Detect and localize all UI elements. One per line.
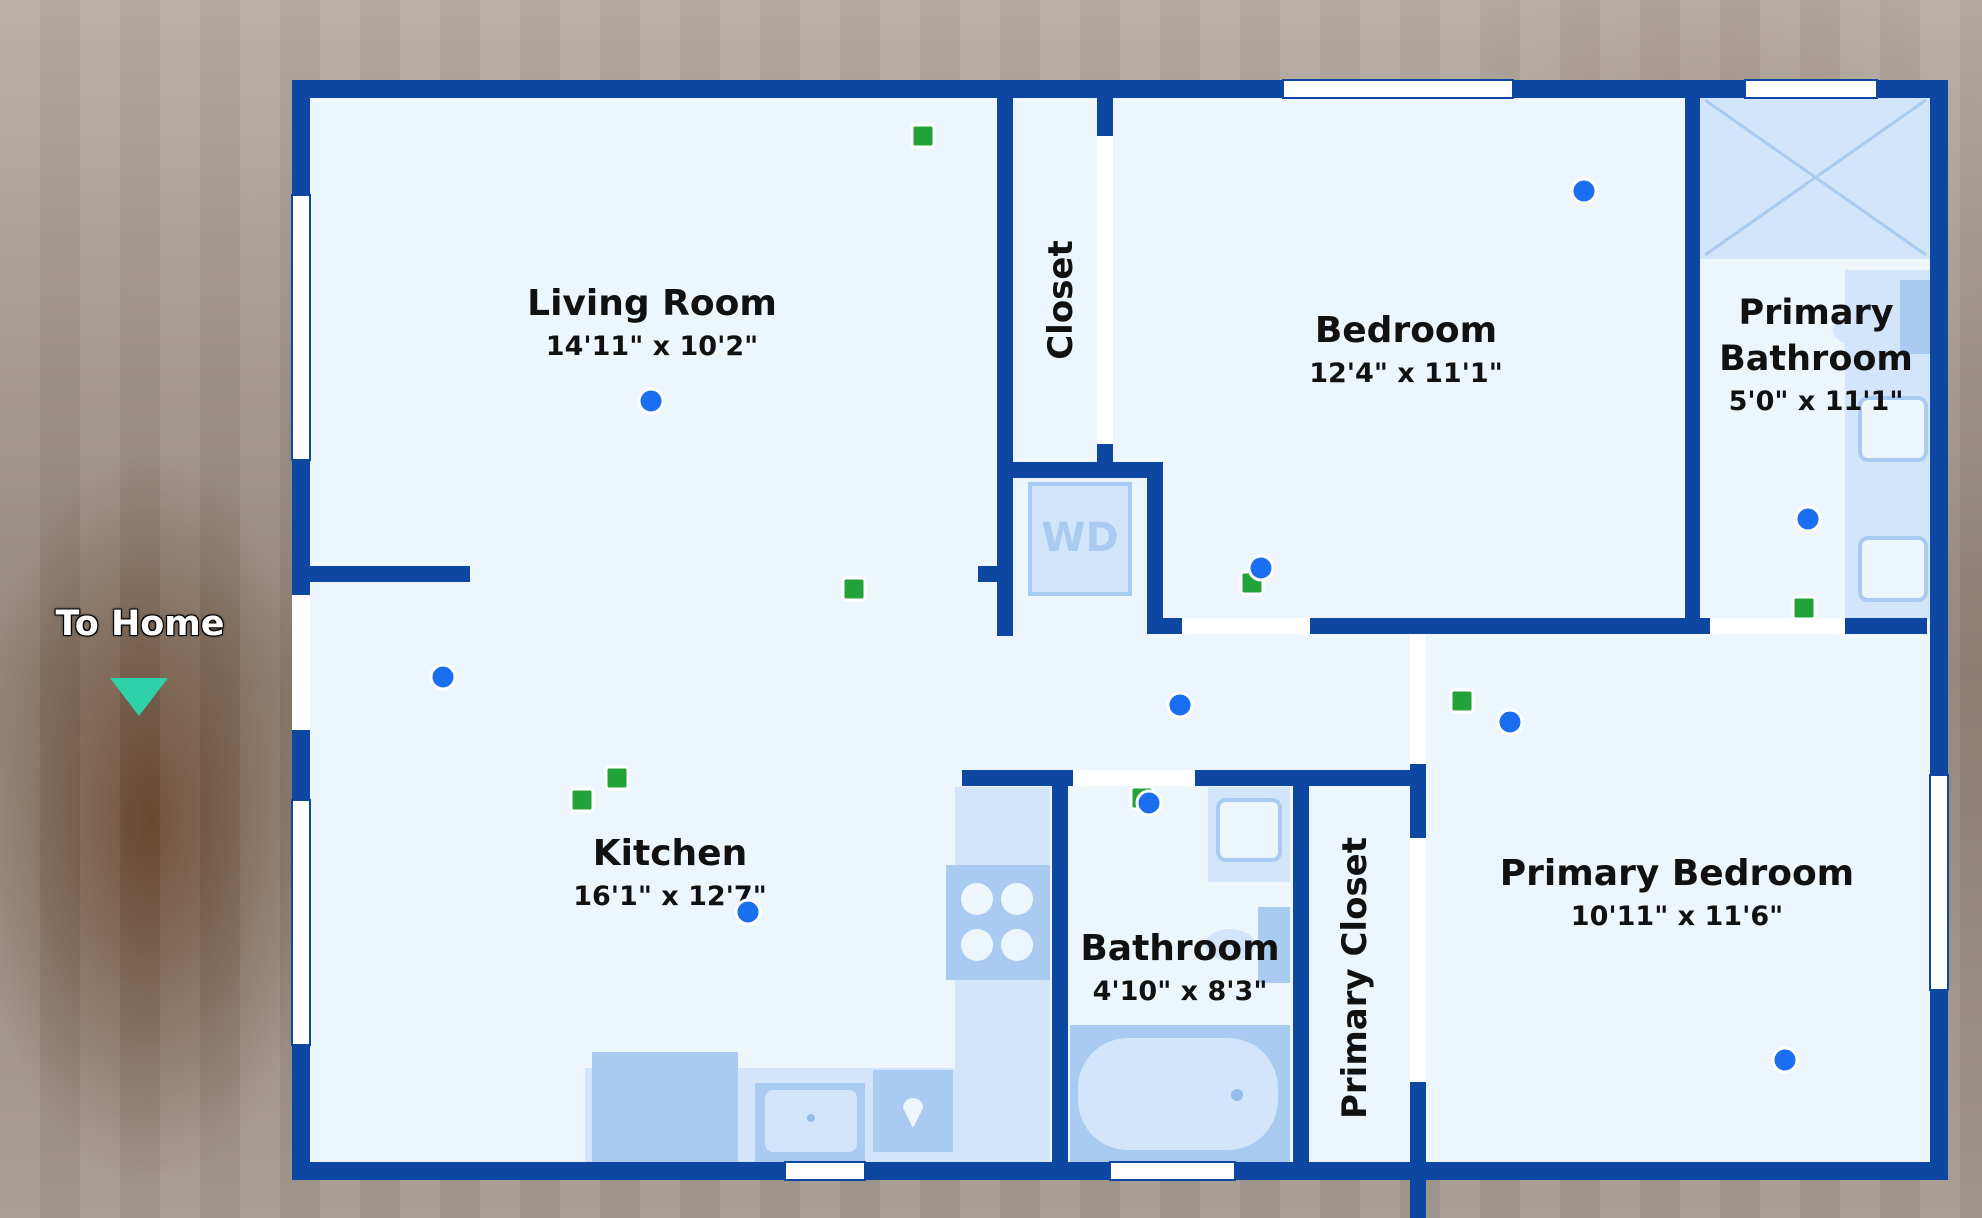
to-home-link[interactable]: To Home [55,604,225,644]
photo-marker[interactable] [569,787,595,813]
primary-bedroom-dims: 10'11" x 11'6" [1571,901,1783,932]
kitchen-dims: 16'1" x 12'7" [573,881,767,912]
view-point-marker[interactable] [429,663,457,691]
bathroom-dims: 4'10" x 8'3" [1093,976,1268,1007]
living-room-dims: 14'11" x 10'2" [546,331,758,362]
primary-closet-label: Primary Closet [1335,837,1375,1119]
kitchen-fixtures [585,787,1050,1165]
bathroom-fixtures [1070,787,1290,1165]
photo-marker[interactable] [841,576,867,602]
view-point-marker[interactable] [1794,505,1822,533]
to-home-arrow-icon[interactable] [110,678,168,716]
primary-bathroom-label-line1: Primary [1738,293,1893,333]
view-point-marker[interactable] [1166,691,1194,719]
washer-dryer: WD [1028,482,1132,596]
photo-marker[interactable] [1791,595,1817,621]
view-point-marker[interactable] [1496,708,1524,736]
view-point-marker[interactable] [1135,789,1163,817]
view-point-marker[interactable] [1247,554,1275,582]
closet-label: Closet [1041,240,1081,360]
washer-dryer-label: WD [1041,515,1118,561]
photo-marker[interactable] [910,123,936,149]
view-point-marker[interactable] [1570,177,1598,205]
bedroom-dims: 12'4" x 11'1" [1309,358,1503,389]
kitchen-label: Kitchen [593,833,747,874]
view-point-marker[interactable] [734,898,762,926]
primary-bathroom-fixtures [1833,270,1930,620]
living-room-label: Living Room [527,283,777,324]
view-point-marker[interactable] [637,387,665,415]
photo-marker[interactable] [604,765,630,791]
primary-bathroom-label-line2: Bathroom [1719,339,1913,379]
photo-marker[interactable] [1449,688,1475,714]
view-point-marker[interactable] [1771,1046,1799,1074]
windows-doors [291,79,1949,1181]
primary-bedroom-label: Primary Bedroom [1500,853,1854,894]
primary-bathroom-dims: 5'0" x 11'1" [1729,386,1904,417]
bathroom-label: Bathroom [1080,928,1279,969]
bedroom-label: Bedroom [1315,310,1497,351]
shower-cross [1704,98,1927,257]
